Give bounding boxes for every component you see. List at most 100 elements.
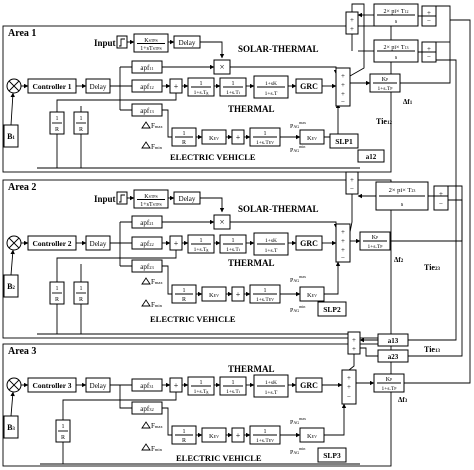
area-1-a12-block bbox=[357, 149, 385, 163]
svg-text:1+sTSTPS: 1+sTSTPS bbox=[140, 202, 162, 208]
tie-sum-23 bbox=[433, 185, 449, 211]
area-1-ev-label: ELECTRIC VEHICLE bbox=[170, 152, 256, 162]
svg-text:−: − bbox=[347, 393, 351, 401]
area-2-frame bbox=[2, 179, 392, 339]
area-2-thermal-label: THERMAL bbox=[228, 258, 275, 268]
svg-text:+: + bbox=[236, 431, 241, 440]
svg-text:1+s.Tt: 1+s.Tt bbox=[226, 389, 241, 395]
svg-text:1: 1 bbox=[232, 238, 235, 244]
svg-text:2× pi× T13: 2× pi× T13 bbox=[384, 45, 409, 51]
svg-text:a23: a23 bbox=[388, 353, 399, 361]
svg-text:+: + bbox=[236, 133, 241, 142]
area-2-solar-thermal-label: SOLAR-THERMAL bbox=[238, 204, 319, 214]
svg-text:+: + bbox=[174, 239, 179, 248]
svg-text:apf32: apf32 bbox=[140, 405, 153, 413]
area-2-step-input-block bbox=[116, 191, 128, 205]
svg-text:SLP3: SLP3 bbox=[323, 451, 341, 460]
area-1-input-label: Input bbox=[94, 38, 116, 48]
svg-text:1: 1 bbox=[183, 131, 186, 137]
area-2-slp-block bbox=[317, 301, 347, 317]
area-3-tie-label: Tie13 bbox=[424, 345, 440, 354]
svg-text:+: + bbox=[427, 45, 431, 53]
svg-text:Delay: Delay bbox=[90, 240, 107, 248]
svg-text:1: 1 bbox=[264, 429, 267, 435]
svg-text:1: 1 bbox=[200, 380, 203, 386]
svg-text:1+s.Tt: 1+s.Tt bbox=[226, 90, 241, 96]
area-1-slp-block bbox=[329, 133, 359, 149]
svg-text:+: + bbox=[341, 72, 345, 80]
svg-text:PAGmax: PAGmax bbox=[290, 416, 306, 426]
area-1-power-sum bbox=[335, 67, 351, 107]
svg-text:KSTPS: KSTPS bbox=[144, 194, 157, 200]
svg-text:1+sK: 1+sK bbox=[265, 81, 277, 87]
area-2-df-label: Δf2 bbox=[394, 256, 404, 264]
area-1-delay-label: Delay bbox=[90, 83, 107, 91]
svg-text:PAGmax: PAGmax bbox=[290, 274, 306, 284]
area-1-bias-label: B1 bbox=[7, 132, 15, 141]
svg-text:Delay: Delay bbox=[179, 195, 196, 203]
svg-text:R: R bbox=[55, 297, 59, 303]
svg-text:Fmax: Fmax bbox=[151, 422, 163, 430]
svg-text:Fmax: Fmax bbox=[151, 278, 163, 286]
area-3-slp-block bbox=[317, 447, 347, 463]
svg-text:a12: a12 bbox=[366, 153, 377, 161]
svg-text:Delay: Delay bbox=[90, 382, 107, 390]
svg-text:SLP1: SLP1 bbox=[335, 137, 353, 146]
area-2-power-sum bbox=[335, 223, 351, 263]
svg-text:Controller 2: Controller 2 bbox=[32, 239, 71, 248]
svg-text:+: + bbox=[341, 237, 345, 245]
area-1-df-label: Δf1 bbox=[403, 98, 413, 106]
svg-text:B3: B3 bbox=[7, 423, 15, 432]
svg-text:2× pi× T12: 2× pi× T12 bbox=[384, 9, 409, 15]
svg-text:s: s bbox=[395, 19, 398, 25]
svg-text:KEV: KEV bbox=[209, 292, 219, 299]
area-1-pag-min: PAGmin bbox=[290, 144, 305, 154]
svg-text:1+sK: 1+sK bbox=[265, 238, 277, 244]
svg-text:−: − bbox=[350, 185, 354, 193]
svg-text:−: − bbox=[341, 98, 345, 106]
area-1-tie-label: Tie12 bbox=[376, 117, 392, 126]
area-2-tie-label: Tie23 bbox=[424, 263, 440, 272]
svg-text:+: + bbox=[341, 246, 345, 254]
svg-text:a13: a13 bbox=[388, 337, 399, 345]
svg-text:1+s.TP: 1+s.TP bbox=[382, 386, 398, 392]
svg-text:SLP2: SLP2 bbox=[323, 305, 341, 314]
svg-text:×: × bbox=[219, 62, 224, 72]
svg-text:1: 1 bbox=[264, 288, 267, 294]
svg-text:KP: KP bbox=[386, 377, 393, 383]
svg-text:B2: B2 bbox=[7, 282, 15, 291]
svg-text:PAGmin: PAGmin bbox=[290, 446, 305, 456]
svg-text:1+s.TEV: 1+s.TEV bbox=[256, 297, 274, 303]
svg-text:1+s.T: 1+s.T bbox=[265, 91, 278, 97]
svg-text:+: + bbox=[236, 290, 241, 299]
area-1-step-input-block bbox=[116, 35, 128, 49]
svg-text:PAGmin: PAGmin bbox=[290, 304, 305, 314]
svg-text:+: + bbox=[341, 81, 345, 89]
svg-text:+: + bbox=[341, 228, 345, 236]
svg-text:R: R bbox=[182, 438, 186, 444]
svg-text:+: + bbox=[341, 90, 345, 98]
area-1-pag-max: PAGmax bbox=[290, 120, 306, 130]
svg-text:−: − bbox=[427, 53, 431, 61]
svg-text:apf22: apf22 bbox=[140, 240, 153, 248]
svg-text:1+s.TEV: 1+s.TEV bbox=[256, 140, 274, 146]
svg-text:+: + bbox=[347, 383, 351, 391]
area-3-thermal-label: THERMAL bbox=[228, 364, 275, 374]
area-3-title: Area 3 bbox=[8, 346, 36, 357]
svg-text:1: 1 bbox=[80, 116, 83, 122]
svg-text:1+s.Tg: 1+s.Tg bbox=[194, 389, 209, 395]
svg-text:R: R bbox=[55, 127, 59, 133]
svg-text:−: − bbox=[427, 17, 431, 25]
svg-text:apf23: apf23 bbox=[140, 263, 154, 271]
svg-text:KEV: KEV bbox=[307, 292, 317, 299]
area-2: Area 2 Input KSTPS 1+sTSTPS Delay SOLAR-… bbox=[2, 171, 463, 339]
area-2-input-label: Input bbox=[94, 194, 116, 204]
svg-text:1+s.T: 1+s.T bbox=[265, 390, 278, 396]
area-3: Area 3 B3 Controller 3 Delay apf31 apf32… bbox=[2, 19, 471, 467]
svg-text:1+s.Tt: 1+s.Tt bbox=[226, 247, 241, 253]
svg-text:R: R bbox=[182, 140, 186, 146]
area-3-frame bbox=[2, 343, 392, 467]
svg-text:Controller 3: Controller 3 bbox=[32, 381, 71, 390]
svg-text:1: 1 bbox=[200, 81, 203, 87]
svg-text:+: + bbox=[350, 25, 354, 33]
